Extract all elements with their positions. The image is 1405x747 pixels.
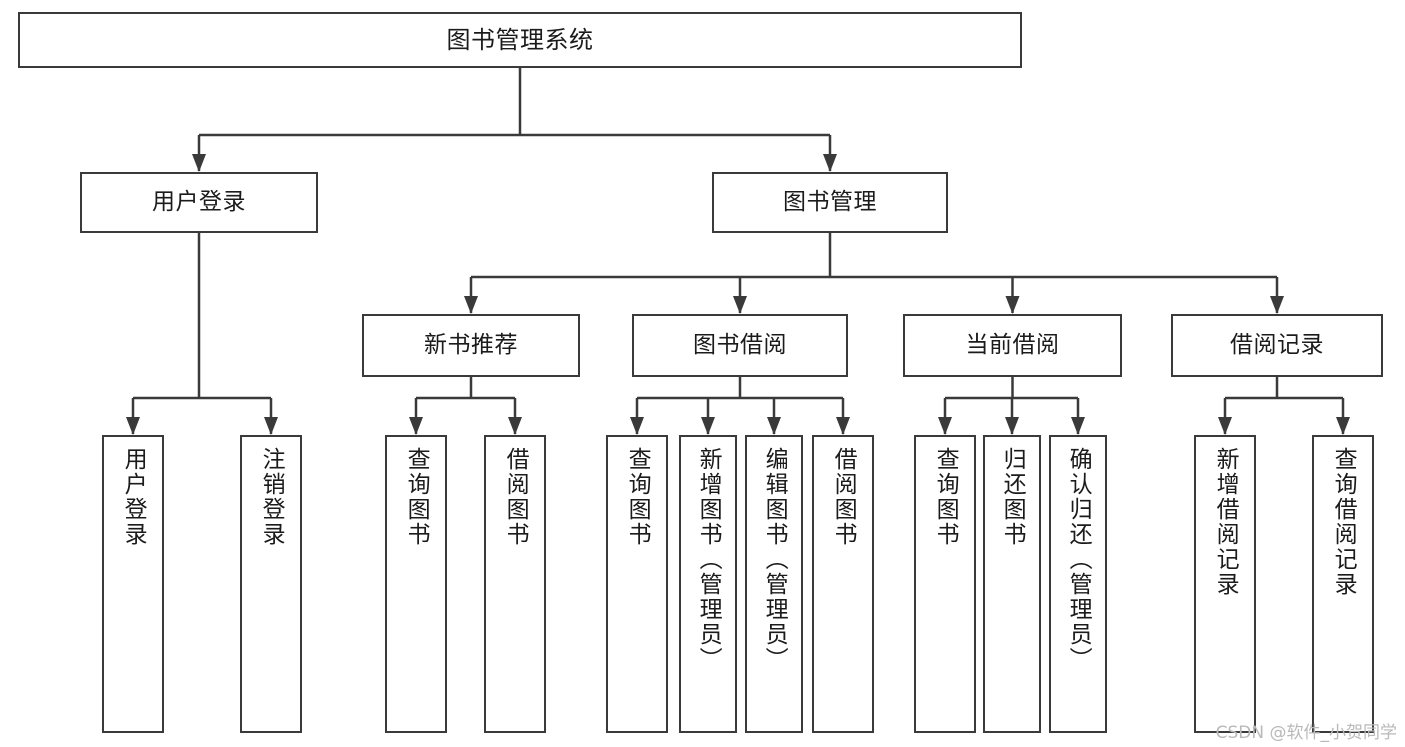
node-leaf-query-book-2[interactable]: 查询图书 <box>606 435 668 733</box>
node-root[interactable]: 图书管理系统 <box>18 12 1022 68</box>
node-leaf-query-book-2-label: 查询图书 <box>624 447 651 547</box>
node-leaf-user-logout-label: 注销登录 <box>258 447 285 547</box>
node-new-book-recommend[interactable]: 新书推荐 <box>362 314 580 377</box>
node-user-login-label: 用户登录 <box>152 188 246 215</box>
node-leaf-confirm-return-label: 确认归还（管理员） <box>1065 447 1092 672</box>
node-leaf-borrow-book-2-label: 借阅图书 <box>830 447 857 547</box>
node-leaf-query-record[interactable]: 查询借阅记录 <box>1312 435 1374 733</box>
node-leaf-user-login[interactable]: 用户登录 <box>102 435 164 733</box>
node-borrow-record-label: 借阅记录 <box>1230 331 1324 358</box>
node-book-borrow[interactable]: 图书借阅 <box>632 314 848 377</box>
node-root-label: 图书管理系统 <box>446 25 594 54</box>
node-leaf-query-book-3-label: 查询图书 <box>932 447 959 547</box>
node-book-manage-label: 图书管理 <box>783 188 877 215</box>
node-user-login[interactable]: 用户登录 <box>80 172 318 233</box>
node-leaf-borrow-book-2[interactable]: 借阅图书 <box>812 435 874 733</box>
node-leaf-return-book[interactable]: 归还图书 <box>983 435 1041 733</box>
node-leaf-query-book-1[interactable]: 查询图书 <box>385 435 447 733</box>
node-leaf-query-book-1-label: 查询图书 <box>403 447 430 547</box>
node-current-borrow[interactable]: 当前借阅 <box>903 314 1122 377</box>
node-leaf-user-logout[interactable]: 注销登录 <box>240 435 302 733</box>
node-leaf-user-login-label: 用户登录 <box>120 447 147 547</box>
node-leaf-add-book[interactable]: 新增图书（管理员） <box>679 435 737 733</box>
node-leaf-query-book-3[interactable]: 查询图书 <box>914 435 976 733</box>
node-leaf-add-record[interactable]: 新增借阅记录 <box>1194 435 1256 733</box>
node-book-manage[interactable]: 图书管理 <box>712 172 948 233</box>
node-new-book-recommend-label: 新书推荐 <box>424 331 518 358</box>
node-leaf-add-book-label: 新增图书（管理员） <box>695 447 722 672</box>
node-borrow-record[interactable]: 借阅记录 <box>1171 314 1383 377</box>
node-book-borrow-label: 图书借阅 <box>693 331 787 358</box>
node-leaf-confirm-return[interactable]: 确认归还（管理员） <box>1049 435 1107 733</box>
node-leaf-edit-book-label: 编辑图书（管理员） <box>761 447 788 672</box>
node-leaf-query-record-label: 查询借阅记录 <box>1330 447 1357 597</box>
node-current-borrow-label: 当前借阅 <box>965 331 1060 358</box>
watermark-text: CSDN @软件_小贺同学 <box>1215 723 1397 743</box>
node-leaf-edit-book[interactable]: 编辑图书（管理员） <box>745 435 803 733</box>
node-leaf-return-book-label: 归还图书 <box>999 447 1026 547</box>
node-leaf-borrow-book-1[interactable]: 借阅图书 <box>484 435 546 733</box>
node-leaf-add-record-label: 新增借阅记录 <box>1212 447 1239 597</box>
node-leaf-borrow-book-1-label: 借阅图书 <box>502 447 529 547</box>
